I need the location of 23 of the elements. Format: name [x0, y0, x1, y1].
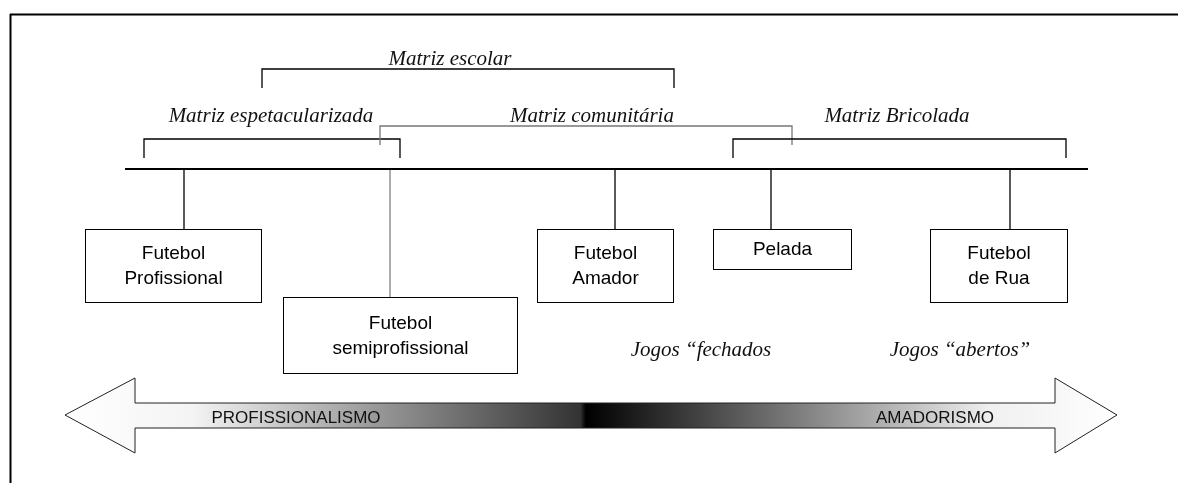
axis-label: AMADORISMO [875, 408, 995, 428]
connector-line [614, 169, 616, 230]
category-box [713, 229, 852, 270]
box-label: Pelada [752, 237, 813, 262]
connector-line [389, 169, 391, 298]
matrix-label: Matriz escolar [388, 45, 512, 71]
connector-line [183, 169, 185, 230]
category-box [283, 297, 518, 374]
connector-line [770, 169, 772, 230]
category-box [85, 229, 262, 303]
connector-line [1009, 169, 1011, 230]
game-type-label: Jogos “abertos” [889, 336, 1031, 362]
matrix-label: Matriz comunitária [510, 102, 674, 128]
box-label: Futebol Amador [571, 241, 640, 290]
category-box [930, 229, 1068, 303]
matrix-label: Matriz Bricolada [824, 102, 970, 128]
axis-label: PROFISSIONALISMO [211, 408, 381, 428]
box-label: Futebol de Rua [966, 241, 1032, 290]
game-type-label: Jogos “fechados [630, 336, 772, 362]
category-box [537, 229, 674, 303]
box-label: Futebol Profissional [123, 241, 224, 290]
box-label: Futebol semiprofissional [331, 310, 470, 360]
matrix-label: Matriz espetacularizada [168, 102, 374, 128]
